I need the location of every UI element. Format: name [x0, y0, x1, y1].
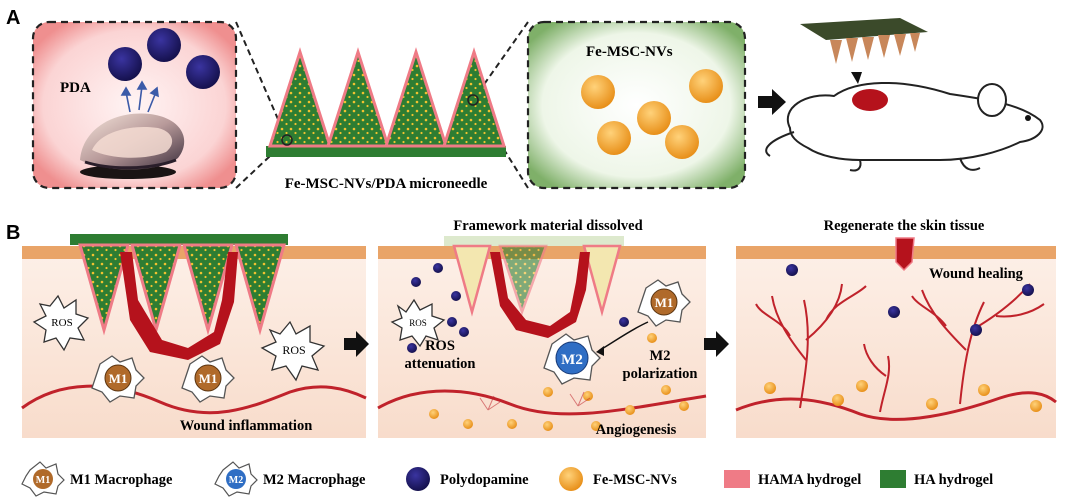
mouse-illustration	[765, 18, 1044, 172]
pda-particle	[147, 28, 181, 62]
ros-attenuation-label-2: attenuation	[405, 356, 476, 372]
stage-arrow	[704, 331, 729, 357]
nv-particles	[429, 333, 689, 431]
stage3-title: Regenerate the skin tissue	[824, 218, 985, 234]
svg-text:ROS: ROS	[51, 317, 72, 329]
vessel-network	[755, 283, 1045, 413]
pda-particles	[407, 263, 629, 353]
nv-box: Fe-MSC-NVs	[526, 20, 747, 190]
svg-text:M1: M1	[109, 371, 128, 386]
svg-text:M2: M2	[229, 475, 243, 486]
svg-text:HA hydrogel: HA hydrogel	[914, 472, 993, 488]
legend-hama: HAMA hydrogel	[724, 470, 861, 488]
svg-text:M2 Macrophage: M2 Macrophage	[263, 472, 366, 488]
m2-macrophage: M2	[543, 333, 601, 385]
svg-text:Fe-MSC-NVs: Fe-MSC-NVs	[593, 472, 677, 488]
nv-particles	[581, 69, 723, 159]
legend-m2: M2 M2 Macrophage	[214, 461, 366, 497]
svg-text:ROS: ROS	[282, 343, 305, 357]
pda-particle	[108, 47, 142, 81]
nv-label: Fe-MSC-NVs	[586, 44, 673, 60]
release-arrows	[120, 80, 159, 113]
stage-framework-dissolved: Framework material dissolved ROS M1	[377, 218, 707, 438]
wound-inflammation-label: Wound inflammation	[180, 418, 313, 434]
svg-text:M2: M2	[561, 352, 583, 368]
m2-polarization-label-2: polarization	[623, 366, 698, 382]
svg-text:M1: M1	[36, 475, 50, 486]
zoom-line	[472, 21, 529, 101]
pda-particle	[186, 55, 220, 89]
svg-text:M1: M1	[655, 295, 674, 310]
m1-macrophage: M1	[637, 279, 691, 327]
svg-text:ROS: ROS	[409, 318, 427, 328]
stage-arrow	[344, 331, 369, 357]
m2-polarization-label-1: M2	[650, 348, 671, 364]
mussel-image	[80, 113, 185, 179]
legend-polydopamine: Polydopamine	[406, 467, 529, 491]
legend: M1 M1 Macrophage M2 M2 Macrophage Polydo…	[21, 461, 993, 497]
zoom-line	[235, 21, 288, 141]
stage-wound-inflammation: ROS ROS M1 M1 Wound inflammation	[21, 234, 367, 438]
legend-nvs: Fe-MSC-NVs	[559, 467, 677, 491]
angiogenesis-label: Angiogenesis	[596, 422, 677, 438]
nv-particles	[764, 380, 1042, 412]
pda-source-box: PDA	[31, 20, 238, 190]
m1-macrophage: M1	[181, 355, 235, 403]
stage-regeneration: Regenerate the skin tissue Wound healing	[735, 218, 1057, 438]
svg-text:Polydopamine: Polydopamine	[440, 472, 529, 488]
stage2-title: Framework material dissolved	[453, 218, 642, 234]
wound-healing-label: Wound healing	[929, 266, 1024, 282]
svg-text:HAMA hydrogel: HAMA hydrogel	[758, 472, 861, 488]
svg-text:M1 Macrophage: M1 Macrophage	[70, 472, 173, 488]
new-vessels	[479, 391, 591, 411]
m1-macrophage: M1	[91, 355, 145, 403]
microneedle-array: Fe-MSC-NVs/PDA microneedle	[266, 47, 507, 192]
legend-m1: M1 M1 Macrophage	[21, 461, 173, 497]
pda-label: PDA	[60, 80, 91, 96]
ros-attenuation-label-1: ROS	[425, 338, 455, 354]
ros-burst: ROS	[260, 320, 326, 382]
panel-b-label: B	[6, 222, 20, 244]
pda-particles	[786, 264, 1034, 336]
legend-ha: HA hydrogel	[880, 470, 993, 488]
panel-a-label: A	[6, 7, 20, 29]
ros-burst: ROS	[32, 294, 90, 352]
microneedle-patch	[800, 18, 928, 64]
microneedle-label: Fe-MSC-NVs/PDA microneedle	[285, 176, 488, 192]
arrow-to-mouse	[758, 89, 786, 115]
zoom-line	[235, 139, 288, 189]
ros-burst: ROS	[390, 298, 446, 348]
svg-text:M1: M1	[199, 371, 218, 386]
